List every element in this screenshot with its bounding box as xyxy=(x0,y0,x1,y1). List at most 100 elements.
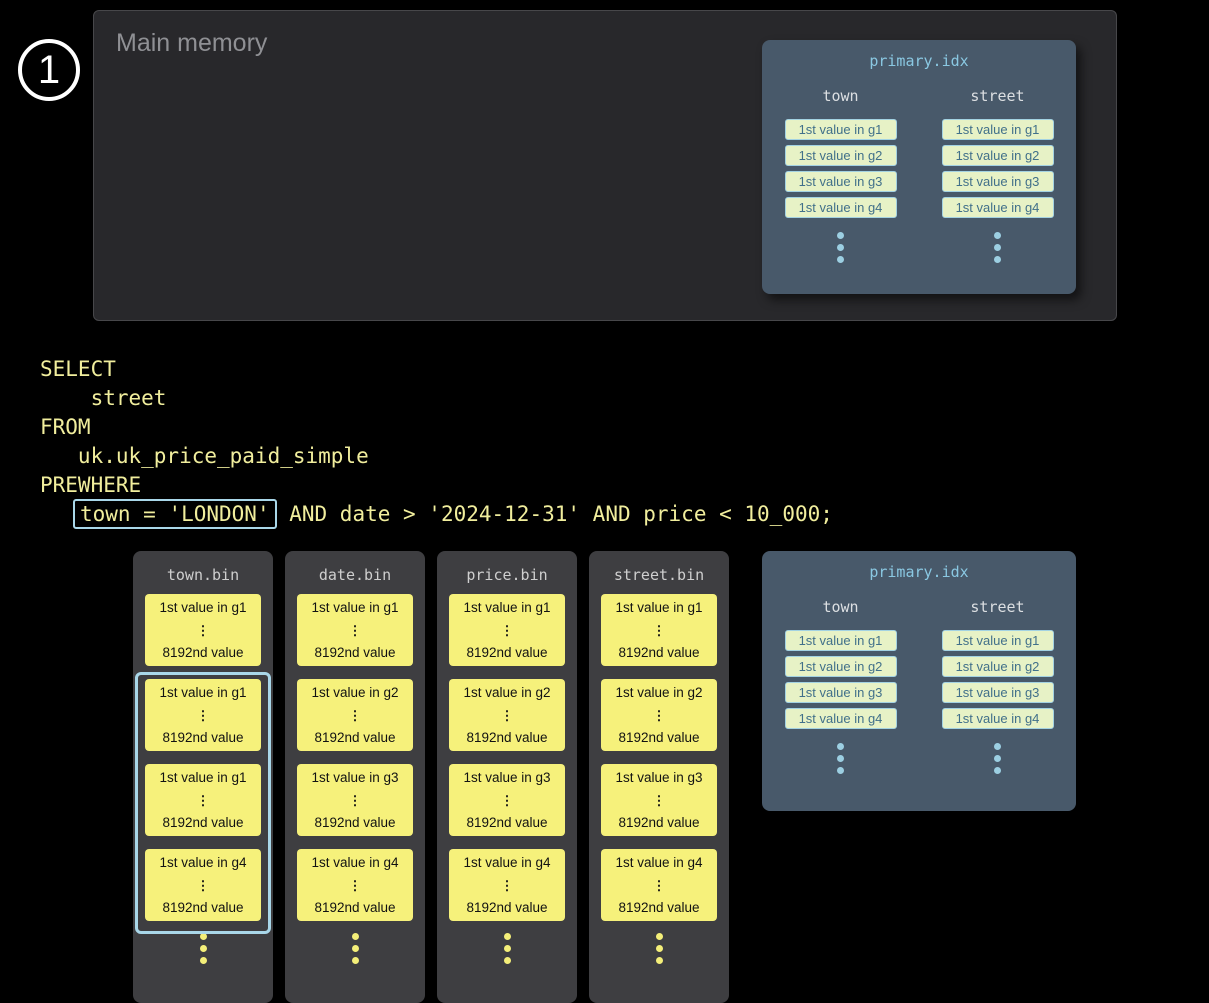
granule-box: 1st value in g1⋮8192nd value xyxy=(449,594,565,666)
granule-first-value: 1st value in g1 xyxy=(615,600,703,615)
index-mark-entry: 1st value in g1 xyxy=(784,629,897,651)
ellipsis-dot xyxy=(199,945,207,952)
ellipsis-dot xyxy=(994,244,1001,251)
ellipsis-dot xyxy=(503,957,511,964)
ellipsis-dot xyxy=(994,232,1001,239)
granule-ellipsis: ⋮ xyxy=(500,877,514,893)
more-granules-ellipsis xyxy=(589,933,729,964)
granule-box: 1st value in g4⋮8192nd value xyxy=(145,849,261,921)
main-memory-label: Main memory xyxy=(116,29,268,57)
prewhere-town-condition-highlight: town = 'LONDON' xyxy=(72,499,277,529)
granule-last-value: 8192nd value xyxy=(314,645,396,660)
ellipsis-dot xyxy=(655,933,663,940)
granule-ellipsis: ⋮ xyxy=(196,707,210,723)
sql-line: uk.uk_price_paid_simple xyxy=(40,444,369,468)
granule-box: 1st value in g4 ⋮ 8192nd value xyxy=(449,849,565,921)
granule-last-value: 8192nd value xyxy=(466,900,548,915)
granule-last-value: 8192nd value xyxy=(162,815,244,830)
ellipsis-dot xyxy=(837,244,844,251)
sql-line: FROM xyxy=(40,415,91,439)
index-mark-entry: 1st value in g4 xyxy=(941,707,1054,729)
bin-file-title: date.bin xyxy=(318,566,392,584)
index-mark-entry: 1st value in g3 xyxy=(941,170,1054,192)
granule-last-value: 8192nd value xyxy=(162,900,244,915)
ellipsis-dot xyxy=(351,933,359,940)
granule-first-value: 1st value in g1 xyxy=(311,600,399,615)
primary-idx-title: primary.idx xyxy=(869,563,969,581)
granule-box: 1st value in g2 ⋮ 8192nd value xyxy=(449,679,565,751)
granule-ellipsis: ⋮ xyxy=(500,792,514,808)
index-mark-entry: 1st value in g2 xyxy=(784,144,897,166)
granule-ellipsis: ⋮ xyxy=(196,622,210,638)
granule-box: 1st value in g4⋮8192nd value xyxy=(601,849,717,921)
step-1-badge: 1 xyxy=(18,39,80,101)
granule-first-value: 1st value in g2 xyxy=(463,685,551,700)
granule-last-value: 8192nd value xyxy=(314,730,396,745)
granule-last-value: 8192nd value xyxy=(618,815,700,830)
granule-first-value: 1st value in g2 xyxy=(615,685,703,700)
bin-file-title: town.bin xyxy=(166,566,240,584)
granule-ellipsis: ⋮ xyxy=(348,622,362,638)
granule-box: 1st value in g2⋮8192nd value xyxy=(297,679,413,751)
granule-ellipsis: ⋮ xyxy=(196,792,210,808)
ellipsis-dot xyxy=(199,933,207,940)
index-column-name: street xyxy=(970,598,1025,616)
sql-line: street xyxy=(40,386,167,410)
ellipsis-dot xyxy=(994,767,1001,774)
granule-last-value: 8192nd value xyxy=(618,645,700,660)
granule-first-value: 1st value in g4 xyxy=(615,855,703,870)
sql-line: SELECT xyxy=(40,357,116,381)
index-column-name: town xyxy=(822,87,859,105)
granule-last-value: 8192nd value xyxy=(466,815,548,830)
ellipsis-dot xyxy=(994,743,1001,750)
ellipsis-dot xyxy=(199,957,207,964)
ellipsis-dot xyxy=(351,945,359,952)
granule-first-value: 1st value in g2 xyxy=(311,685,399,700)
granule-box: 1st value in g4⋮8192nd value xyxy=(297,849,413,921)
granule-last-value: 8192nd value xyxy=(162,730,244,745)
granule-first-value: 1st value in g4 xyxy=(311,855,399,870)
granule-ellipsis: ⋮ xyxy=(500,707,514,723)
index-mark-entry: 1st value in g4 xyxy=(784,707,897,729)
granule-first-value: 1st value in g3 xyxy=(311,770,399,785)
ellipsis-dot xyxy=(837,743,844,750)
ellipsis-dot xyxy=(837,767,844,774)
granule-first-value: 1st value in g1 xyxy=(463,600,551,615)
granule-last-value: 8192nd value xyxy=(466,645,548,660)
ellipsis-dot xyxy=(837,755,844,762)
granule-first-value: 1st value in g1 xyxy=(159,770,247,785)
bin-file-title: street.bin xyxy=(613,566,705,584)
ellipsis-dot xyxy=(837,256,844,263)
granule-first-value: 1st value in g3 xyxy=(463,770,551,785)
granule-ellipsis: ⋮ xyxy=(348,792,362,808)
more-entries-ellipsis xyxy=(994,743,1001,774)
ellipsis-dot xyxy=(655,945,663,952)
granule-last-value: 8192nd value xyxy=(314,900,396,915)
sql-line: PREWHERE xyxy=(40,473,142,497)
ellipsis-dot xyxy=(503,945,511,952)
ellipsis-dot xyxy=(994,755,1001,762)
index-mark-entry: 1st value in g4 xyxy=(784,196,897,218)
more-granules-ellipsis xyxy=(285,933,425,964)
granule-last-value: 8192nd value xyxy=(618,900,700,915)
granule-last-value: 8192nd value xyxy=(466,730,548,745)
bin-file-title: price.bin xyxy=(466,566,548,584)
granule-box: 1st value in g3 ⋮ 8192nd value xyxy=(297,764,413,836)
granule-last-value: 8192nd value xyxy=(162,645,244,660)
index-mark-entry: 1st value in g2 xyxy=(941,655,1054,677)
more-entries-ellipsis xyxy=(994,232,1001,263)
granule-first-value: 1st value in g4 xyxy=(463,855,551,870)
granule-last-value: 8192nd value xyxy=(314,815,396,830)
granule-first-value: 1st value in g1 xyxy=(159,685,247,700)
